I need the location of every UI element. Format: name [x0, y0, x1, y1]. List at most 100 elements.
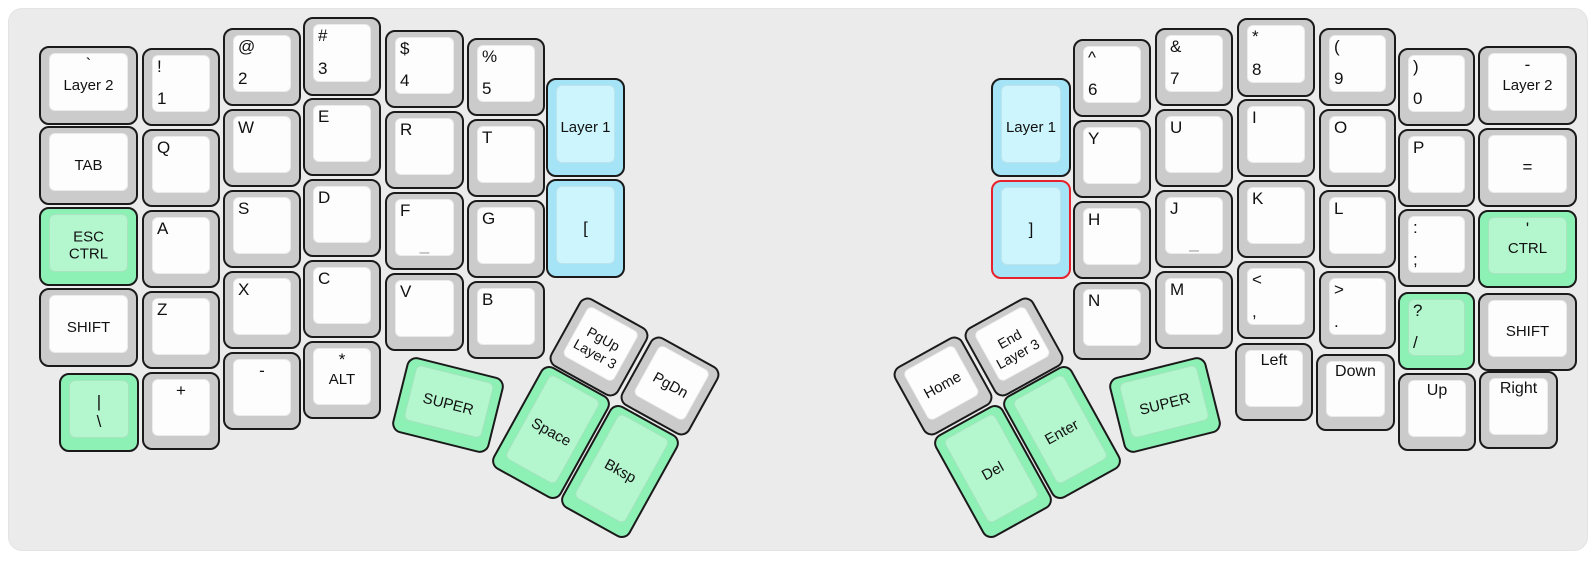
key-o[interactable]: O — [1319, 109, 1396, 187]
key-t[interactable]: T — [467, 119, 545, 197]
key-c[interactable]: C — [303, 260, 381, 338]
key-label: I — [1252, 108, 1257, 127]
key-minus[interactable]: - — [223, 352, 301, 430]
key-label: 8 — [1252, 59, 1262, 79]
key-y[interactable]: Y — [1073, 120, 1151, 198]
key-v[interactable]: V — [385, 273, 464, 351]
key-label: 3 — [318, 58, 328, 78]
key-tab[interactable]: TAB — [39, 126, 138, 205]
key-1-exclam[interactable]: !1 — [142, 48, 220, 126]
key-quote-ctrl[interactable]: 'CTRL — [1478, 210, 1577, 288]
key-label: ` — [85, 55, 92, 74]
key-label: . — [1334, 311, 1339, 331]
key-2-at[interactable]: @2 — [223, 28, 301, 106]
key-i[interactable]: I — [1237, 99, 1315, 177]
keycap-top-surface — [1165, 197, 1223, 254]
keycap-top-surface — [1245, 350, 1303, 407]
key-f[interactable]: F_ — [385, 192, 464, 270]
key-z[interactable]: Z — [142, 291, 220, 369]
keycap-top-surface — [477, 207, 535, 264]
key-equals[interactable]: = — [1478, 128, 1577, 207]
key-right-bracket[interactable]: ] — [991, 180, 1071, 279]
keycap-top-surface — [313, 267, 371, 324]
key-n[interactable]: N — [1073, 282, 1151, 360]
keycap-top-surface — [1083, 289, 1141, 346]
key-x[interactable]: X — [223, 271, 301, 349]
keycap-top-surface — [313, 105, 371, 162]
key-pipe-backslash[interactable]: | \ — [59, 373, 139, 452]
key-8-star[interactable]: *8 — [1237, 18, 1315, 97]
key-l[interactable]: L — [1319, 190, 1396, 268]
key-label: 0 — [1413, 88, 1423, 108]
key-0-rparen[interactable]: )0 — [1398, 48, 1475, 126]
key-label: 9 — [1334, 68, 1344, 88]
key-super-right[interactable]: SUPER — [1107, 355, 1223, 455]
key-semicolon[interactable]: :; — [1398, 209, 1475, 287]
keycap-top-surface — [1247, 187, 1305, 244]
key-b[interactable]: B — [467, 281, 545, 359]
key-slash-question[interactable]: ?/ — [1398, 292, 1475, 370]
key-a[interactable]: A — [142, 210, 220, 288]
key-esc-ctrl[interactable]: ESC CTRL — [39, 207, 138, 286]
key-s[interactable]: S — [223, 190, 301, 268]
key-label: Layer 2 — [63, 76, 114, 94]
key-label: % — [482, 47, 498, 66]
key-d[interactable]: D — [303, 179, 381, 257]
keycap-top-surface — [1329, 197, 1386, 254]
keycap-top-surface — [395, 37, 454, 94]
key-left-arrow[interactable]: Left — [1235, 343, 1313, 421]
key-7-amp[interactable]: &7 — [1155, 28, 1233, 106]
key-h[interactable]: H — [1073, 201, 1151, 279]
key-label: 7 — [1170, 68, 1180, 88]
key-grave-layer2[interactable]: ` Layer 2 — [39, 46, 138, 125]
key-5-percent[interactable]: %5 — [467, 38, 545, 116]
keycap-top-surface — [1408, 216, 1465, 273]
key-label: K — [1252, 189, 1264, 208]
key-plus[interactable]: + — [142, 372, 220, 450]
key-r[interactable]: R — [385, 111, 464, 189]
key-g[interactable]: G — [467, 200, 545, 278]
key-q[interactable]: Q — [142, 129, 220, 207]
key-e[interactable]: E — [303, 98, 381, 176]
key-label: 4 — [400, 70, 410, 90]
key-layer1-right[interactable]: Layer 1 — [991, 78, 1071, 177]
key-shift-left[interactable]: SHIFT — [39, 288, 138, 367]
keycap-top-surface — [152, 55, 210, 112]
keycap-top-surface — [1247, 268, 1305, 325]
key-shift-right[interactable]: SHIFT — [1478, 293, 1577, 371]
key-label: L — [1334, 199, 1344, 218]
key-label: _ — [1189, 232, 1199, 252]
keycap-top-surface — [1247, 25, 1305, 83]
keycap-top-surface — [556, 186, 615, 264]
key-layer1-left[interactable]: Layer 1 — [546, 78, 625, 177]
keycap-top-surface — [1408, 136, 1465, 193]
key-3-hash[interactable]: #3 — [303, 17, 381, 96]
key-w[interactable]: W — [223, 109, 301, 187]
key-label: ! — [157, 57, 162, 76]
key-label: M — [1170, 280, 1185, 299]
key-label: ' — [1525, 219, 1530, 238]
key-9-lparen[interactable]: (9 — [1319, 28, 1396, 106]
key-k[interactable]: K — [1237, 180, 1315, 258]
key-super-left[interactable]: SUPER — [390, 355, 506, 455]
key-minus-layer2[interactable]: -Layer 2 — [1478, 46, 1577, 125]
key-p[interactable]: P — [1398, 129, 1475, 207]
key-comma[interactable]: <, — [1237, 261, 1315, 339]
key-period[interactable]: >. — [1319, 271, 1396, 349]
key-j[interactable]: J_ — [1155, 190, 1233, 268]
key-u[interactable]: U — [1155, 109, 1233, 187]
key-m[interactable]: M — [1155, 271, 1233, 349]
keycap-top-surface — [1165, 278, 1223, 335]
key-4-dollar[interactable]: $4 — [385, 30, 464, 108]
key-label: Q — [157, 138, 171, 157]
key-down-arrow[interactable]: Down — [1316, 354, 1395, 431]
keycap-top-surface — [1326, 361, 1385, 417]
key-up-arrow[interactable]: Up — [1398, 373, 1476, 451]
key-label: X — [238, 280, 250, 299]
key-label: _ — [419, 234, 430, 254]
key-left-bracket[interactable]: [ — [546, 179, 625, 278]
key-star-alt[interactable]: *ALT — [303, 341, 381, 419]
key-label: $ — [400, 39, 410, 58]
key-6-caret[interactable]: ^6 — [1073, 39, 1151, 117]
key-right-arrow[interactable]: Right — [1479, 371, 1558, 449]
